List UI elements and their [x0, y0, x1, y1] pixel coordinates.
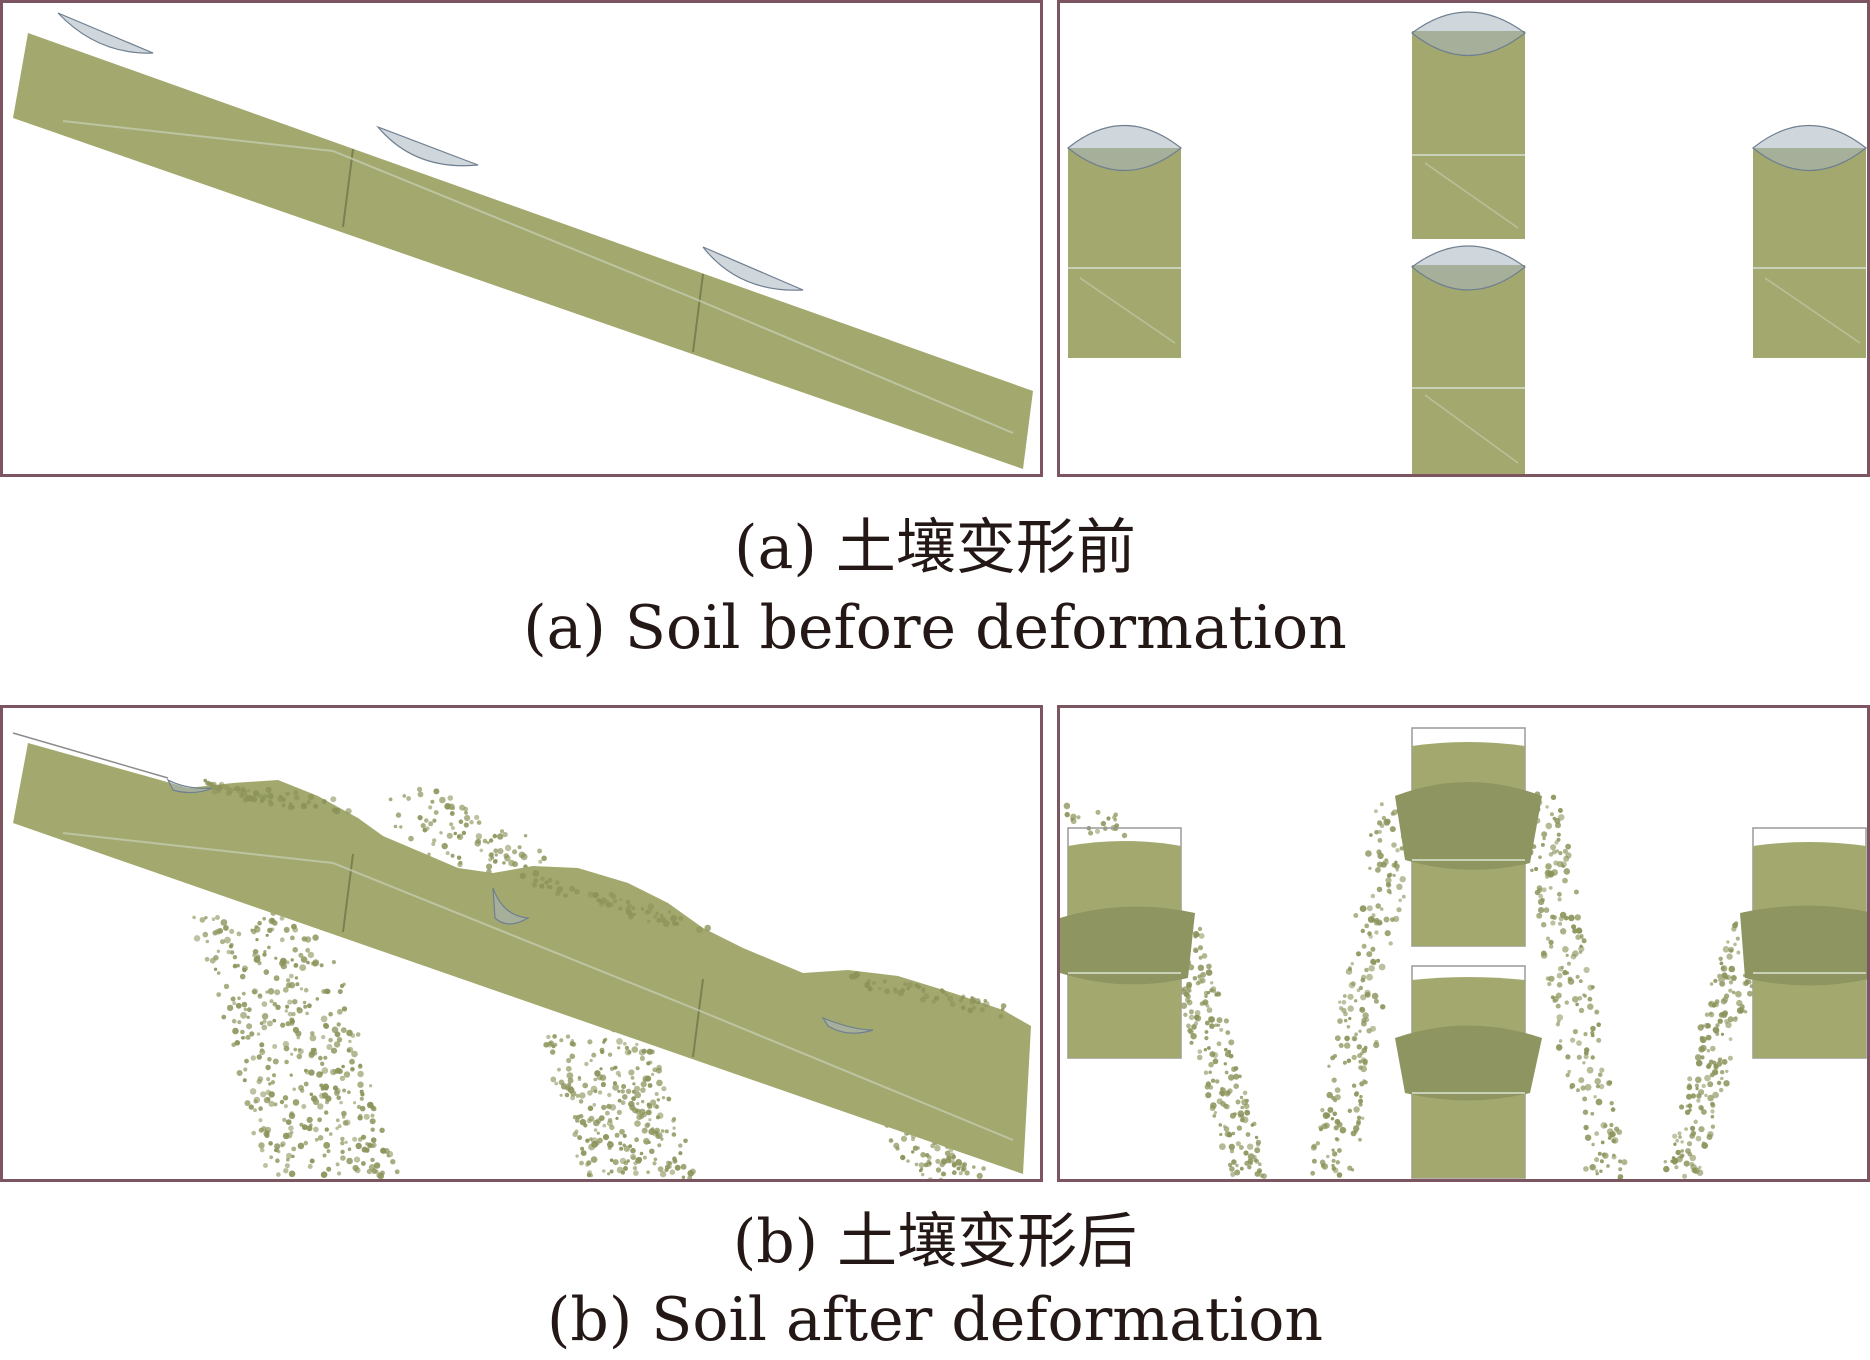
caption-a-english: (a) Soil before deformation — [523, 593, 1347, 663]
column-top — [1411, 11, 1526, 239]
panel-a-front-view — [1057, 0, 1870, 477]
bucket-icon — [376, 125, 479, 167]
column-left — [1067, 124, 1182, 358]
surface-particles — [203, 778, 1007, 1019]
column-left-deformed — [1060, 827, 1195, 1059]
scattered-particles — [192, 786, 986, 1179]
bin-section-divider — [342, 853, 354, 933]
caption-b-chinese: (b) 土壤变形后 — [732, 1207, 1138, 1277]
bucket-icon — [492, 887, 530, 925]
bucket-icon — [702, 246, 804, 291]
bucket-icon — [57, 12, 154, 54]
soil-bin — [13, 33, 1033, 469]
panel-a-side-view-drawing — [13, 12, 1033, 469]
panel-a-side-view — [0, 0, 1043, 477]
column-bottom — [1411, 245, 1526, 474]
bin-section-divider — [342, 148, 354, 228]
caption-b-english: (b) Soil after deformation — [547, 1285, 1323, 1355]
bin-top-edge — [12, 732, 169, 779]
panel-b-front-view-drawing — [1060, 727, 1867, 1179]
panel-b-side-view-drawing — [12, 732, 1031, 1179]
panel-b-front-view — [1057, 705, 1870, 1182]
bin-section-divider — [692, 273, 704, 353]
bucket-icon — [821, 1016, 874, 1034]
soil-layer-line — [62, 832, 1014, 1141]
soil-layer-line — [62, 120, 1014, 434]
column-right-deformed — [1740, 827, 1867, 1059]
panel-a-front-view-drawing — [1067, 11, 1867, 474]
caption-a-chinese: (a) 土壤变形前 — [734, 513, 1136, 583]
bin-section-divider — [692, 978, 704, 1058]
column-top-deformed — [1395, 727, 1542, 947]
deformed-soil-bin — [13, 743, 1031, 1174]
panel-b-side-view — [0, 705, 1043, 1182]
column-bottom-deformed — [1395, 965, 1542, 1179]
column-right — [1752, 124, 1867, 358]
